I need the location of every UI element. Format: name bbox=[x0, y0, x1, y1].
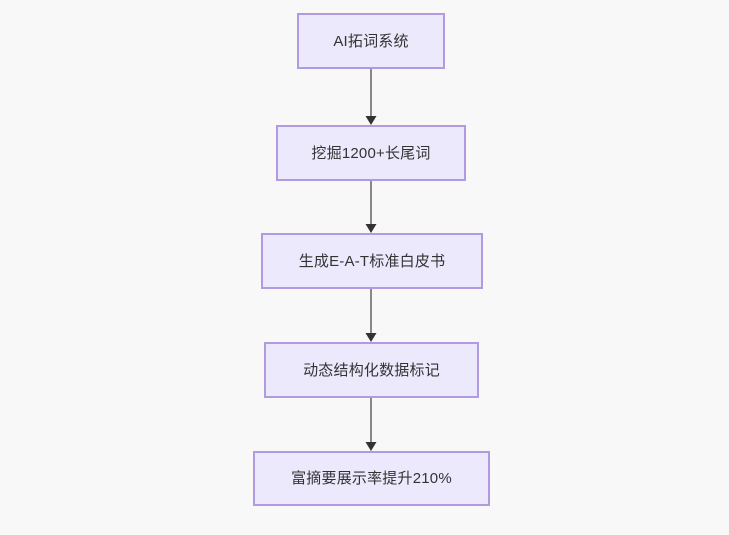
flowchart-edge-n2-n3 bbox=[364, 181, 378, 233]
flowchart-node-n4[interactable]: 动态结构化数据标记 bbox=[264, 342, 479, 398]
arrowhead bbox=[365, 116, 377, 125]
arrow-down-icon bbox=[365, 398, 377, 451]
arrowhead bbox=[365, 333, 377, 342]
arrow-down-icon bbox=[365, 69, 377, 125]
arrow-down-icon bbox=[365, 289, 377, 342]
arrowhead bbox=[365, 224, 377, 233]
flowchart-node-n2[interactable]: 挖掘1200+长尾词 bbox=[276, 125, 466, 181]
flowchart-edge-n3-n4 bbox=[364, 289, 378, 342]
flowchart-edge-n1-n2 bbox=[364, 69, 378, 125]
flowchart-edge-n4-n5 bbox=[364, 398, 378, 451]
flowchart-node-label: 动态结构化数据标记 bbox=[303, 361, 440, 379]
flowchart-node-label: AI拓词系统 bbox=[333, 32, 409, 50]
arrowhead bbox=[365, 442, 377, 451]
flowchart-node-n5[interactable]: 富摘要展示率提升210% bbox=[253, 451, 490, 506]
flowchart-node-label: 生成E-A-T标准白皮书 bbox=[298, 252, 446, 270]
flowchart-node-n3[interactable]: 生成E-A-T标准白皮书 bbox=[261, 233, 483, 289]
arrow-down-icon bbox=[365, 181, 377, 233]
flowchart-node-label: 挖掘1200+长尾词 bbox=[311, 144, 431, 162]
flowchart-node-label: 富摘要展示率提升210% bbox=[291, 470, 452, 487]
flowchart-node-n1[interactable]: AI拓词系统 bbox=[297, 13, 445, 69]
